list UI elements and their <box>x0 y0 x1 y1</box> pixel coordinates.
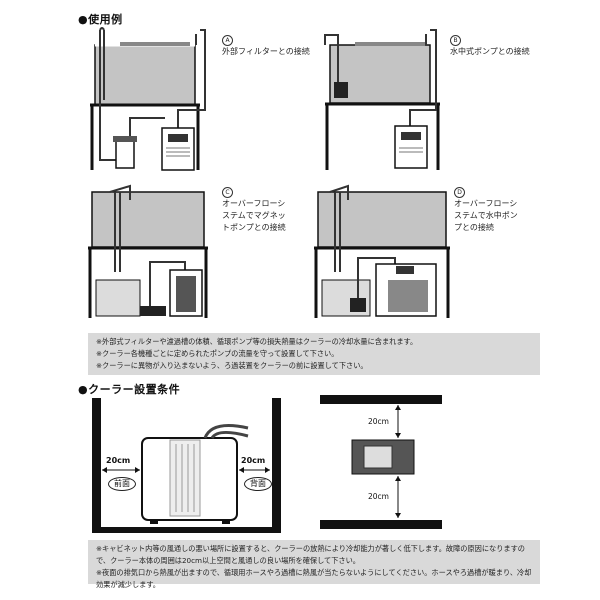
right-gap-label: 20cm <box>241 456 266 465</box>
usage-note: ※クーラーに異物が入り込まないよう、ろ過装置をクーラーの前に設置して下さい。 <box>96 361 368 370</box>
install-notes: ※キャビネット内等の風通しの悪い場所に設置すると、クーラーの放熱により冷却能力が… <box>88 540 540 589</box>
case-a-label: A 外部フィルターとの接続 <box>222 34 317 58</box>
case-c-letter: C <box>222 187 233 198</box>
top-view-diagram <box>320 395 442 529</box>
diagram-d <box>314 184 450 318</box>
case-b-letter: B <box>450 35 461 46</box>
usage-notes: ※外部式フィルターや濾過槽の体積、循環ポンプ等の損失熱量はクーラーの冷却水量に含… <box>88 333 540 375</box>
install-note: ※キャビネット内等の風通しの悪い場所に設置すると、クーラーの放熱により冷却能力が… <box>96 544 525 565</box>
install-section-title: ●クーラー設置条件 <box>78 383 181 396</box>
back-label: 背面 <box>244 477 272 491</box>
bottom-gap-label: 20cm <box>368 492 389 501</box>
usage-note: ※外部式フィルターや濾過槽の体積、循環ポンプ等の損失熱量はクーラーの冷却水量に含… <box>96 337 418 346</box>
case-d-label: D オーバーフローシステムで水中ポンプとの接続 <box>454 186 520 234</box>
case-a-letter: A <box>222 35 233 46</box>
usage-note: ※クーラー各機種ごとに定められたポンプの流量を守って設置して下さい。 <box>96 349 339 358</box>
case-d-letter: D <box>454 187 465 198</box>
top-gap-label: 20cm <box>368 417 389 426</box>
side-view-diagram <box>92 398 281 533</box>
install-note: ※夜面の排気口から熱風が出ますので、循環用ホースやろ過槽に熱風が当たらないように… <box>96 568 532 589</box>
usage-section-title: ●使用例 <box>78 13 123 26</box>
case-c-label: C オーバーフローシステムでマグネットポンプとの接続 <box>222 186 288 234</box>
case-a-text: 外部フィルターとの接続 <box>222 47 310 56</box>
case-d-text: オーバーフローシステムで水中ポンプとの接続 <box>454 199 518 232</box>
diagram-a <box>90 27 206 171</box>
case-b-label: B 水中式ポンプとの接続 <box>450 34 540 58</box>
diagram-b <box>324 29 440 170</box>
front-label: 前面 <box>108 477 136 491</box>
case-b-text: 水中式ポンプとの接続 <box>450 47 530 56</box>
case-c-text: オーバーフローシステムでマグネットポンプとの接続 <box>222 199 286 232</box>
left-gap-label: 20cm <box>106 456 131 465</box>
diagram-c <box>88 184 208 318</box>
